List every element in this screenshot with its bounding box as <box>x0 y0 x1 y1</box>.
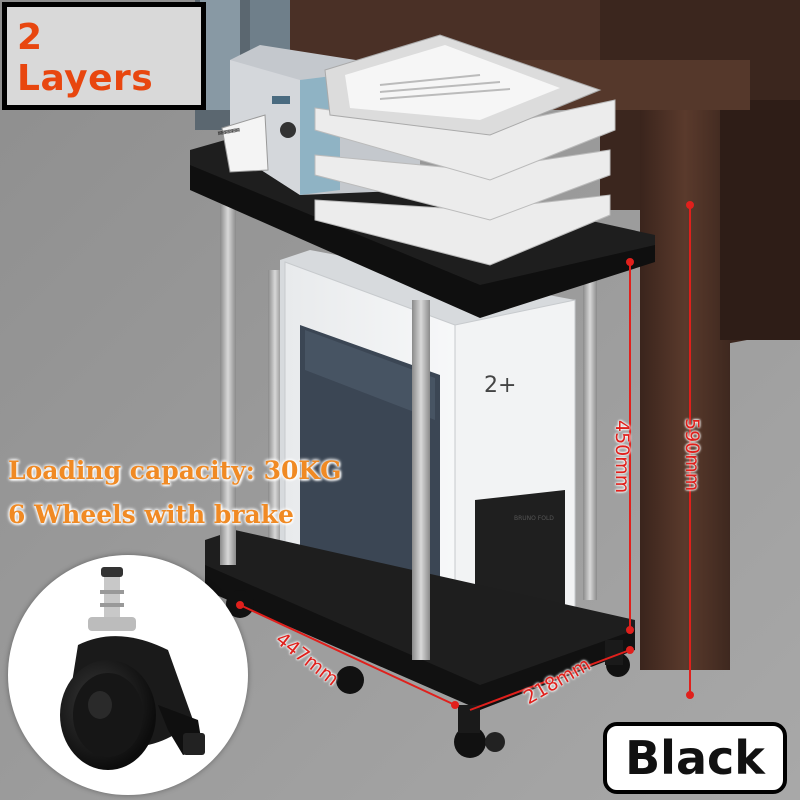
color-badge: Black <box>603 722 787 794</box>
caster-wheel-inset <box>8 555 248 795</box>
wheels-text: 6 Wheels with brake <box>8 500 294 529</box>
case-model: BRUNO FOLD <box>514 515 554 522</box>
dimension-lines <box>236 201 694 711</box>
case-logo: 2+ <box>484 373 517 398</box>
file-tray-icon <box>314 34 616 266</box>
caster-wheel-icon <box>60 567 205 770</box>
color-badge-text: Black <box>625 731 765 785</box>
capacity-text: Loading capacity: 30KG <box>8 456 342 485</box>
layers-badge: 2 Layers <box>2 2 206 110</box>
layer-height-dimension-label: 450mm <box>611 420 633 494</box>
layers-badge-text: 2 Layers <box>17 17 154 99</box>
total-height-dimension-label: 590mm <box>681 418 703 492</box>
